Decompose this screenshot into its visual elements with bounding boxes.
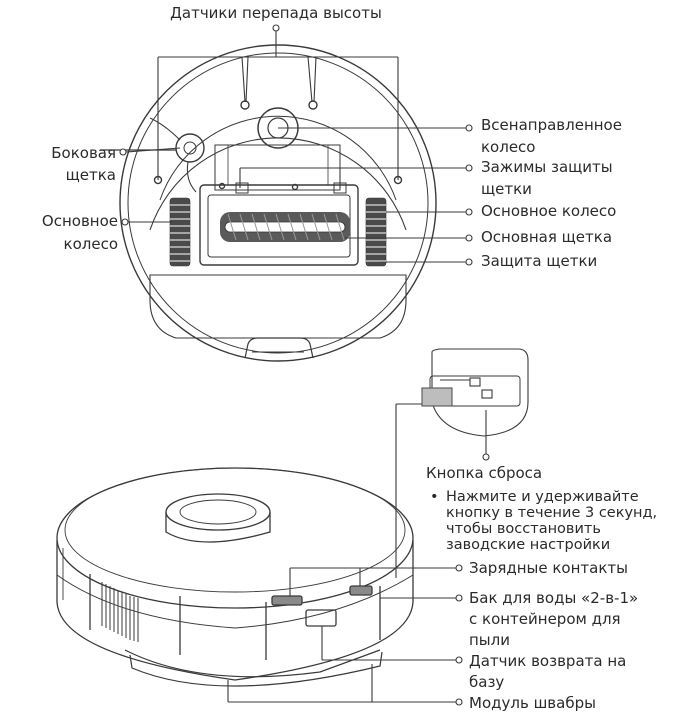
label-main-wheel-left-line2: колесо (63, 235, 118, 253)
label-water-tank-line3: пыли (469, 631, 510, 649)
label-brush-clips-line1: Зажимы защиты (481, 158, 613, 176)
label-main-wheel-left-line1: Основное (41, 212, 118, 230)
robot-side-view (56, 467, 414, 687)
reset-note-line3: чтобы восстановить (446, 521, 601, 537)
label-water-tank-line2: с контейнером для (469, 610, 621, 628)
main-wheels (169, 197, 387, 267)
label-charging-contacts: Зарядные контакты (469, 559, 628, 577)
reset-note-text1: Нажмите и удерживайте (446, 489, 639, 505)
label-mop-module: Модуль швабры (469, 694, 596, 712)
label-water-tank-line1: Бак для воды «2-в-1» (469, 589, 639, 607)
label-side-brush-line2: щетка (65, 166, 116, 184)
top-leader-dots (119, 24, 473, 266)
label-dock-sensor-line2: базу (469, 673, 505, 691)
label-dock-sensor-line1: Датчик возврата на (469, 652, 627, 670)
reset-leader-dot (482, 453, 490, 461)
label-brush-guard: Защита щетки (481, 252, 598, 270)
bottom-leader-dots (455, 564, 463, 706)
label-reset-button: Кнопка сброса (426, 464, 543, 482)
label-brush-clips-line2: щетки (481, 180, 532, 198)
label-omni-wheel-line1: Всенаправленное (481, 116, 622, 134)
label-main-brush: Основная щетка (481, 228, 613, 246)
bottom-leader-lines (227, 567, 456, 703)
reset-inset (395, 348, 529, 578)
label-main-wheel-right: Основное колесо (481, 202, 617, 220)
side-grille (101, 582, 139, 642)
reset-note-line4: заводские настройки (446, 537, 611, 553)
label-side-brush-line1: Боковая (51, 144, 116, 162)
reset-note-line2: кнопку в течение 3 секунд, (446, 505, 658, 521)
wheel-treads (170, 204, 386, 262)
label-omni-wheel-line2: колесо (481, 138, 536, 156)
reset-note-bullet: • (430, 489, 439, 505)
main-brush (220, 212, 350, 242)
top-leader-lines (125, 28, 466, 263)
reset-note-line1: • Нажмите и удерживайте (430, 489, 639, 505)
robot-bottom-view (100, 44, 437, 362)
label-cliff-sensors: Датчики перепада высоты (170, 4, 382, 22)
